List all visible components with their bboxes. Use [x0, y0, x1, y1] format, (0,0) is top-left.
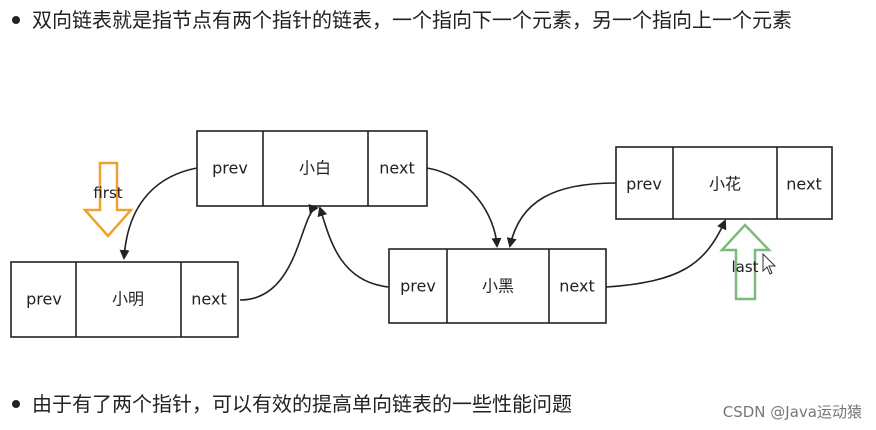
- first-arrow-icon: [82, 161, 134, 238]
- first-label: first: [93, 184, 122, 202]
- link-xiaoming-to-xiaobai: [239, 204, 319, 301]
- node-box: [10, 261, 239, 338]
- node-box: [196, 130, 428, 207]
- node-value: 小明: [112, 290, 144, 309]
- link-xiaobai-to-xiaohei: [426, 167, 502, 248]
- link-xiaohei-to-xiaohua: [605, 219, 727, 288]
- node-value: 小黑: [482, 277, 514, 296]
- link-xiaobai-to-xiaoming: [119, 167, 198, 260]
- bullet-text: 双向链表就是指节点有两个指针的链表，一个指向下一个元素，另一个指向上一个元素: [32, 8, 792, 32]
- bullet-item-2: 由于有了两个指针，可以有效的提高单向链表的一些性能问题: [12, 388, 572, 421]
- bullet-text: 由于有了两个指针，可以有效的提高单向链表的一些性能问题: [32, 392, 572, 416]
- mouse-cursor-icon: [762, 252, 777, 275]
- node-xiaobai: prev 小白 next: [196, 130, 428, 207]
- next-label: next: [379, 159, 414, 178]
- prev-label: prev: [626, 175, 662, 194]
- node-xiaoming: prev 小明 next: [10, 261, 239, 338]
- link-xiaohei-to-xiaobai: [317, 206, 390, 288]
- node-box: [388, 248, 607, 324]
- node-value: 小花: [709, 175, 741, 194]
- prev-label: prev: [212, 159, 248, 178]
- node-xiaohei: prev 小黑 next: [388, 248, 607, 324]
- next-label: next: [786, 175, 821, 194]
- prev-label: prev: [400, 277, 436, 296]
- next-label: next: [191, 290, 226, 309]
- bullet-item-1: 双向链表就是指节点有两个指针的链表，一个指向下一个元素，另一个指向上一个元素: [12, 4, 872, 37]
- bullet-dot: [12, 16, 20, 24]
- bullet-dot: [12, 400, 20, 408]
- node-xiaohua: prev 小花 next: [615, 146, 833, 220]
- last-arrow-icon: [719, 223, 772, 301]
- prev-label: prev: [26, 290, 62, 309]
- last-label: last: [731, 258, 758, 276]
- first-pointer: first: [82, 161, 134, 238]
- node-value: 小白: [299, 159, 331, 178]
- node-box: [615, 146, 833, 220]
- watermark: CSDN @Java运动猿: [722, 403, 862, 421]
- link-xiaohua-to-xiaohei: [506, 182, 617, 248]
- next-label: next: [559, 277, 594, 296]
- last-pointer: last: [719, 223, 772, 301]
